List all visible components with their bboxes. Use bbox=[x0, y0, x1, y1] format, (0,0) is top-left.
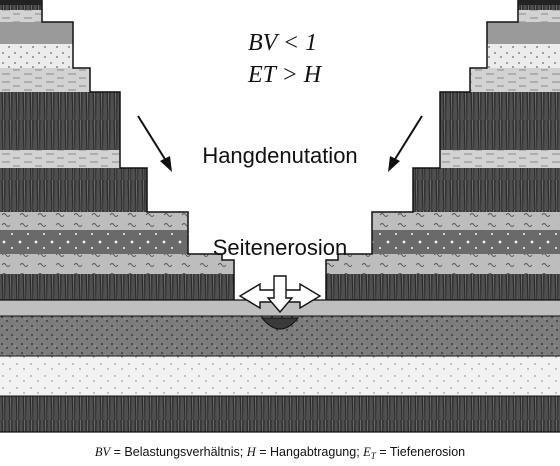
right-slope-arrowhead-icon bbox=[388, 156, 400, 172]
top-left-cap bbox=[0, 0, 42, 5]
condition-et: ET > H bbox=[247, 62, 323, 88]
left-terrace-outline bbox=[41, 0, 235, 300]
top-right-cap bbox=[518, 0, 560, 5]
left-slope-arrowhead-icon bbox=[160, 156, 172, 172]
slope-denudation-arrows bbox=[137, 115, 423, 172]
valley-floor-strata bbox=[0, 299, 560, 433]
river-channel bbox=[260, 317, 300, 330]
down-arrow-icon bbox=[266, 275, 294, 314]
condition-bv: BV < 1 bbox=[248, 30, 317, 56]
label-seitenerosion: Seitenerosion bbox=[213, 235, 348, 260]
legend-caption: BV = Belastungsverhältnis; H = Hangabtra… bbox=[95, 445, 465, 461]
right-terrace-outline bbox=[325, 0, 519, 300]
lateral-erosion-arrows bbox=[238, 275, 322, 314]
label-hangdenutation: Hangdenutation bbox=[202, 143, 357, 168]
